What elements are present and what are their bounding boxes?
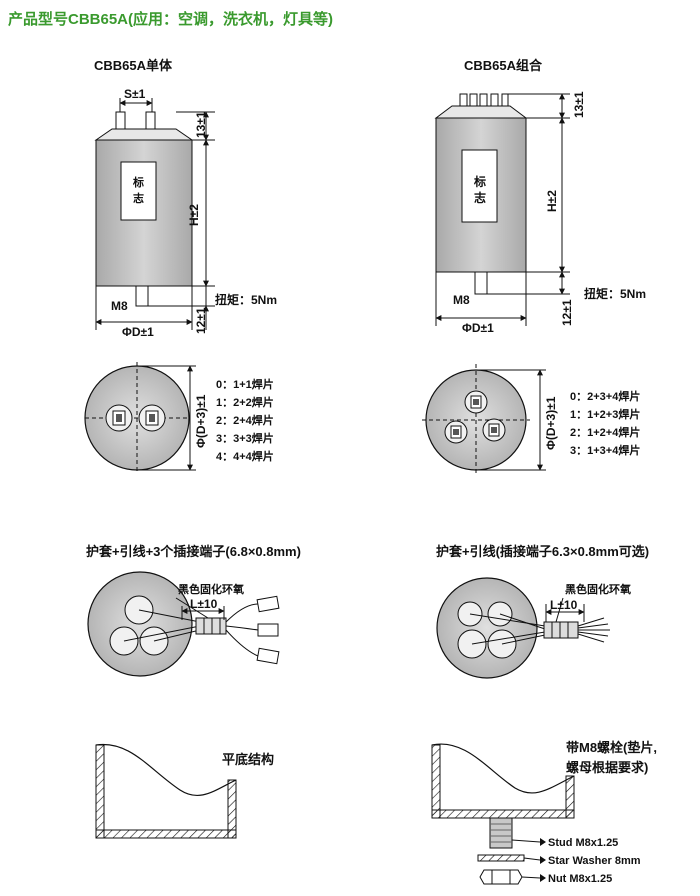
page-title: 产品型号CBB65A(应用：空调，洗衣机，灯具等) <box>8 11 334 28</box>
washer-label: Star Washer 8mm <box>548 855 641 867</box>
stud <box>135 285 149 307</box>
dim-top: 13±1 <box>194 111 208 138</box>
terminal <box>257 623 279 637</box>
lead-right-view: 护套+引线(插接端子6.3×0.8mm可选) 黑色固化环氧 L±10 <box>436 544 649 679</box>
terminal <box>256 647 280 665</box>
stud-bottom-title-1: 带M8螺栓(垫片, <box>566 740 657 755</box>
dim-d: ΦD±1 <box>462 321 494 335</box>
torque-label: 扭矩：5Nm <box>584 286 646 301</box>
single-side-view: CBB65A单体 S±1 标 志 M8 13±1 H±2 12±1 扭矩：5N <box>94 58 277 339</box>
flat-bottom-view: 平底结构 <box>95 743 274 839</box>
combo-item: 0：2+3+4焊片 <box>570 389 640 403</box>
combo-top-view: Φ(D+3)±1 0：2+3+4焊片 1：1+2+3焊片 2：1+2+4焊片 3… <box>422 364 640 476</box>
sleeve <box>195 617 227 635</box>
torque-label: 扭矩：5Nm <box>215 292 277 307</box>
sleeve <box>543 621 579 639</box>
terminal <box>145 111 156 130</box>
epoxy-note: 黑色固化环氧 <box>178 582 244 596</box>
dim-bottom: 12±1 <box>194 307 208 334</box>
nut-label: Nut M8x1.25 <box>548 873 612 885</box>
terminal <box>256 595 280 613</box>
dim-s: S±1 <box>124 87 146 101</box>
dim-len: L±10 <box>550 598 578 612</box>
combo-item: 3：1+3+4焊片 <box>570 443 640 457</box>
dim-len: L±10 <box>190 597 218 611</box>
combo-item: 4：4+4焊片 <box>216 449 274 463</box>
label-char-1: 标 <box>473 174 486 189</box>
dim-m8: M8 <box>453 293 470 307</box>
combo-item: 1：1+2+3焊片 <box>570 407 640 421</box>
lead-left-view: 护套+引线+3个插接端子(6.8×0.8mm) 黑色固化环氧 L±10 <box>86 544 301 677</box>
dim-d3: Φ(D+3)±1 <box>544 396 558 450</box>
label-char-1: 标 <box>132 175 144 189</box>
combo-item: 0：1+1焊片 <box>216 377 274 391</box>
star-washer <box>477 854 525 862</box>
dim-d: ΦD±1 <box>122 325 154 339</box>
dim-h: H±2 <box>545 190 559 212</box>
combo-item: 2：2+4焊片 <box>216 413 274 427</box>
combo-side-view: CBB65A组合 标 志 M8 13±1 H±2 12±1 扭矩：5Nm ΦD±… <box>434 58 646 335</box>
combo-item: 1：2+2焊片 <box>216 395 274 409</box>
label-box <box>461 149 498 223</box>
label-char-2: 志 <box>133 191 144 205</box>
lead-right-title: 护套+引线(插接端子6.3×0.8mm可选) <box>436 544 649 559</box>
flat-bottom-title: 平底结构 <box>222 752 274 767</box>
dim-d3: Φ(D+3)±1 <box>194 394 208 448</box>
dim-top: 13±1 <box>572 91 586 118</box>
stud-bottom-view: 带M8螺栓(垫片, 螺母根据要求) Stud M8x1.25 Star Wash… <box>431 740 657 885</box>
label-box <box>120 161 157 221</box>
single-title: CBB65A单体 <box>94 58 173 73</box>
dim-bottom: 12±1 <box>560 299 574 326</box>
combo-title: CBB65A组合 <box>464 58 543 73</box>
combo-item: 2：1+2+4焊片 <box>570 425 640 439</box>
stud-bottom-title-2: 螺母根据要求) <box>566 760 648 775</box>
stud <box>489 817 513 849</box>
cap-top <box>94 128 194 141</box>
label-char-2: 志 <box>474 190 486 205</box>
combo-item: 3：3+3焊片 <box>216 431 274 445</box>
dim-h: H±2 <box>187 204 201 226</box>
stud-label: Stud M8x1.25 <box>548 837 618 849</box>
terminal <box>115 111 126 130</box>
dim-m8: M8 <box>111 299 128 313</box>
epoxy-note: 黑色固化环氧 <box>565 582 631 596</box>
lead-left-title: 护套+引线+3个插接端子(6.8×0.8mm) <box>86 544 301 559</box>
nut <box>479 869 523 885</box>
single-top-view: Φ(D+3)±1 0：1+1焊片 1：2+2焊片 2：2+4焊片 3：3+3焊片… <box>84 362 274 474</box>
